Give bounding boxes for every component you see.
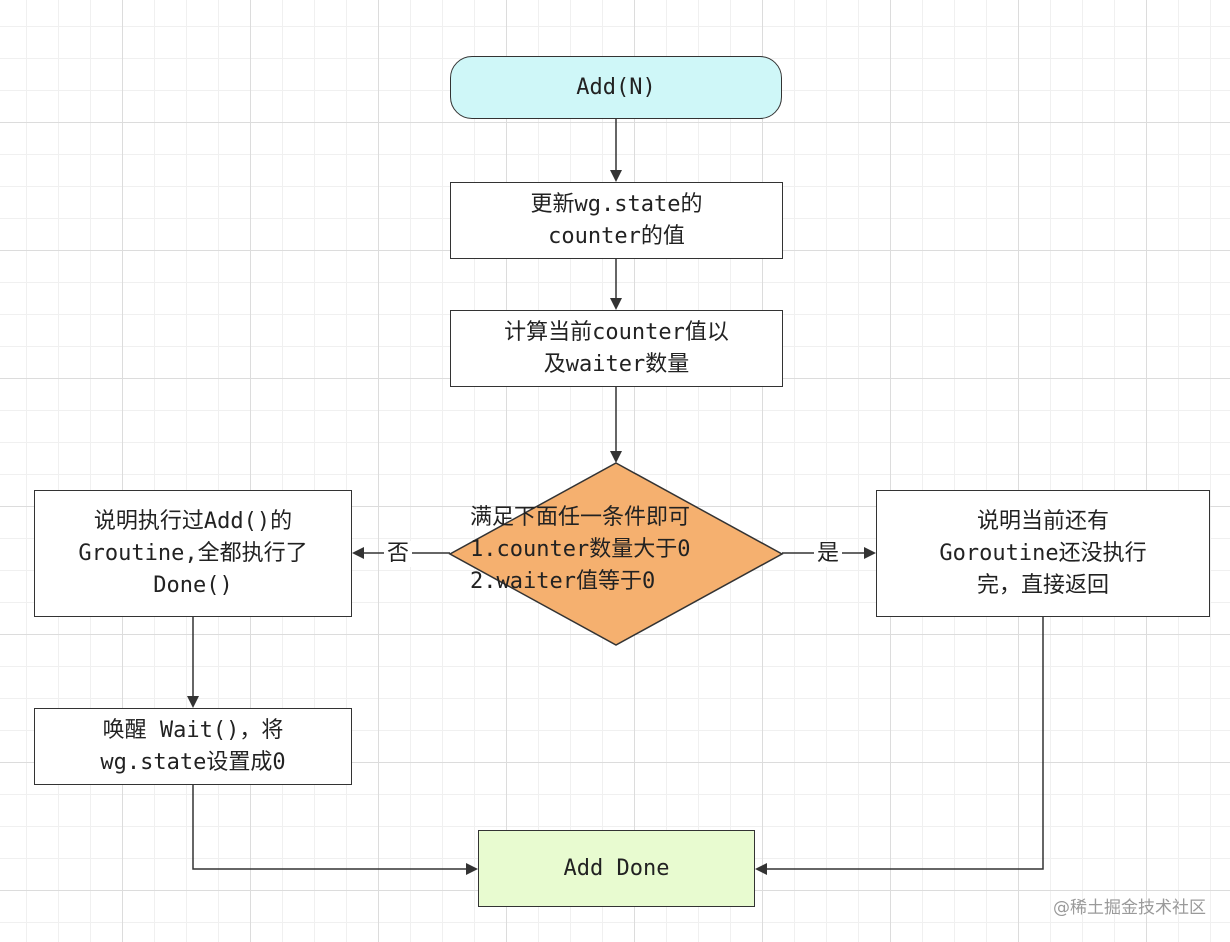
decision-condition-text: 满足下面任一条件即可 1.counter数量大于0 2.waiter值等于0	[470, 505, 691, 594]
decision-diamond	[448, 462, 784, 646]
watermark: @稀土掘金技术社区	[1053, 898, 1206, 918]
arrow-wake-to-end	[192, 785, 478, 875]
no-branch-node: 说明执行过Add()的 Groutine,全都执行了 Done()	[34, 490, 352, 617]
edge-label-no: 否	[384, 541, 413, 567]
arrow-yes-branch-to-end	[755, 617, 1044, 875]
start-node: Add(N)	[450, 56, 782, 119]
compute-node: 计算当前counter值以 及waiter数量	[450, 310, 783, 387]
edge-label-yes: 是	[814, 541, 843, 567]
update-state-node: 更新wg.state的 counter的值	[450, 182, 783, 259]
yes-branch-node: 说明当前还有 Goroutine还没执行 完，直接返回	[876, 490, 1210, 617]
end-node: Add Done	[478, 830, 755, 907]
wake-wait-node: 唤醒 Wait()，将 wg.state设置成0	[34, 708, 352, 785]
